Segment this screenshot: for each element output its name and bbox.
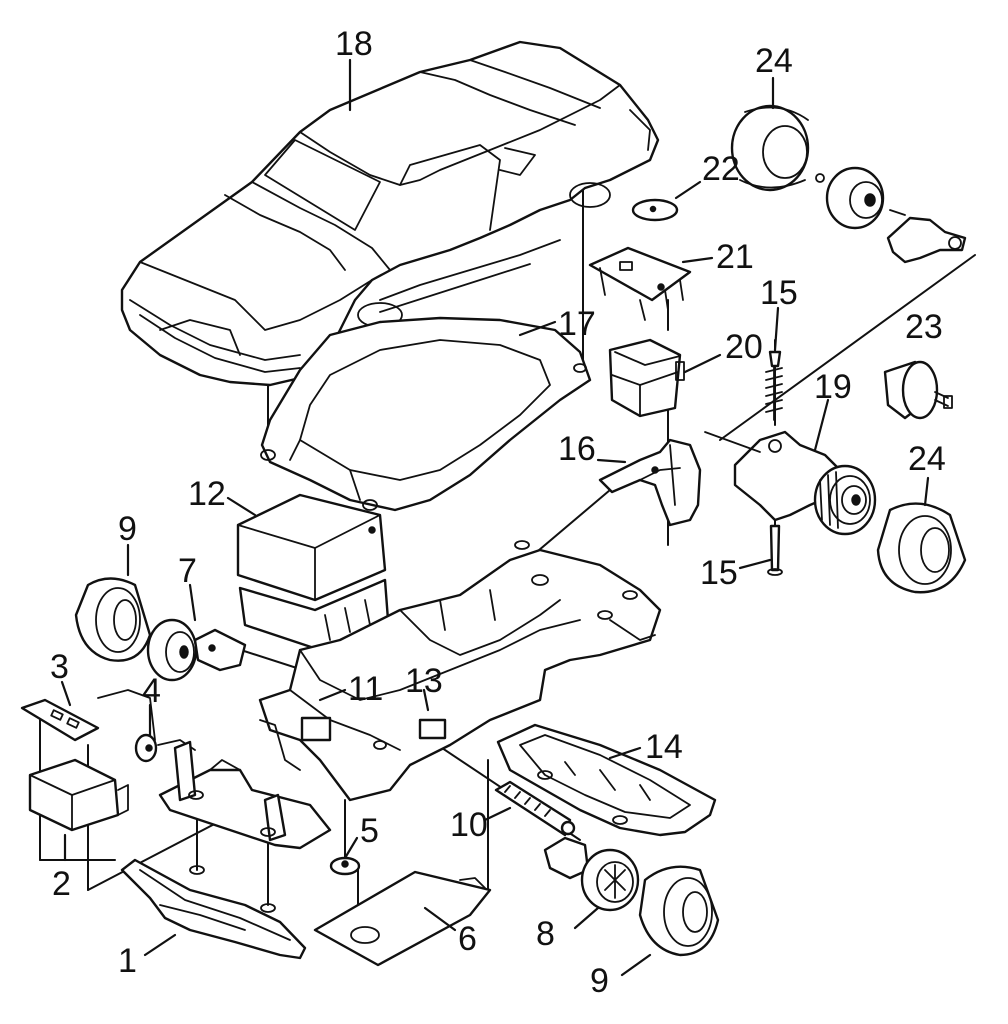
rear-tire-upper (730, 104, 810, 192)
rear-wheel-hub-upper (815, 166, 906, 230)
axle-bracket-upper (886, 216, 967, 264)
callout-3: 3 (50, 648, 69, 686)
callout-24-upper: 24 (755, 42, 793, 80)
car-body-shell (120, 40, 660, 387)
front-suspension-arm (158, 740, 332, 850)
callout-11: 11 (348, 670, 383, 708)
front-tire-lower (638, 865, 720, 957)
circuit-board (588, 246, 692, 321)
callout-5: 5 (360, 812, 379, 850)
body-inner-panel (260, 316, 592, 512)
callout-1: 1 (118, 942, 137, 980)
callout-9-upper: 9 (118, 510, 137, 548)
rear-axle-assembly (704, 430, 877, 536)
callout-numbers: 18 24 22 21 15 23 17 20 19 24 16 12 9 7 … (50, 25, 946, 1000)
box-component (28, 758, 129, 832)
front-wheel-hub-lower (543, 836, 640, 912)
callout-8: 8 (536, 915, 555, 953)
main-chassis (258, 540, 662, 802)
callout-19: 19 (814, 368, 852, 406)
small-disc-part (329, 856, 361, 876)
battery-pack (236, 493, 390, 652)
callout-15-lower: 15 (700, 554, 738, 592)
callout-17: 17 (558, 305, 596, 343)
callout-20: 20 (725, 328, 763, 366)
callout-16: 16 (558, 430, 596, 468)
callout-12: 12 (188, 475, 226, 513)
callout-4: 4 (142, 672, 161, 710)
steering-rod (494, 780, 576, 837)
callout-15-upper: 15 (760, 274, 798, 312)
callout-9-lower: 9 (590, 962, 609, 1000)
callout-23: 23 (905, 308, 943, 346)
small-round-part (97, 689, 196, 763)
mount-bracket (598, 438, 702, 527)
small-cap-part (631, 198, 679, 222)
screw-pin-lower (767, 524, 783, 576)
bottom-plate (313, 870, 492, 967)
front-tire-upper (74, 577, 152, 662)
bottom-tray (496, 723, 717, 837)
leader-lines (60, 58, 930, 977)
callout-13: 13 (405, 662, 443, 700)
rear-tire-lower (876, 502, 967, 594)
motor (883, 360, 953, 420)
callout-22: 22 (702, 150, 740, 188)
callout-10: 10 (450, 806, 488, 844)
receiver-box (608, 338, 685, 418)
front-wheel-hub-upper (146, 618, 247, 682)
callout-24-lower: 24 (908, 440, 946, 478)
callout-6: 6 (458, 920, 477, 958)
small-plate (20, 698, 100, 742)
callout-18: 18 (335, 25, 373, 63)
spring-post-upper (765, 350, 783, 421)
callout-2: 2 (52, 865, 71, 903)
callout-21: 21 (716, 238, 754, 276)
callout-14: 14 (645, 728, 683, 766)
callout-7: 7 (178, 552, 197, 590)
front-bumper (120, 858, 307, 960)
